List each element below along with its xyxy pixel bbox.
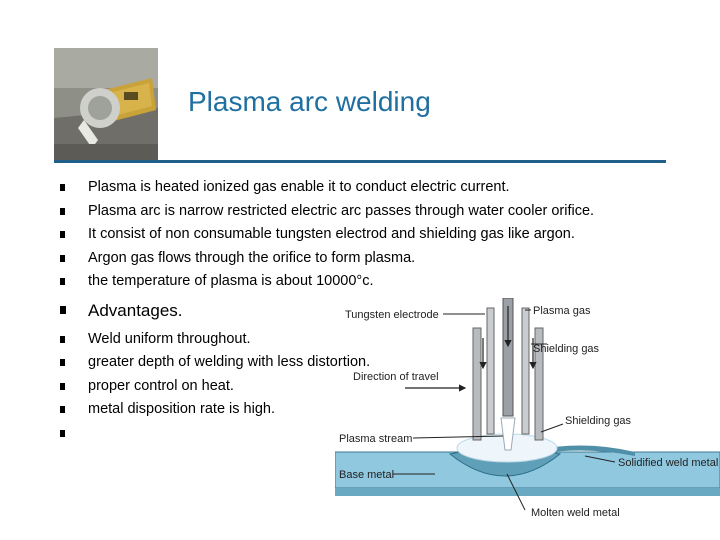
list-item: It consist of non consumable tungsten el… bbox=[60, 223, 700, 247]
plasma-stream bbox=[500, 417, 516, 451]
bullet-icon bbox=[60, 406, 65, 413]
bullet-list: Plasma is heated ionized gas enable it t… bbox=[60, 176, 700, 445]
title-divider bbox=[54, 160, 666, 163]
bullet-text: Plasma is heated ionized gas enable it t… bbox=[88, 179, 510, 195]
bullet-text: proper control on heat. bbox=[88, 377, 234, 394]
bullet-icon bbox=[60, 184, 65, 191]
bullet-text: metal disposition rate is high. bbox=[88, 401, 275, 417]
advantages-heading: Advantages. bbox=[60, 294, 700, 328]
plasma-arc-diagram: Tungsten electrode Plasma gas Shielding … bbox=[335, 298, 720, 519]
bullet-icon bbox=[60, 278, 65, 285]
label-plasma-stream: Plasma stream bbox=[339, 433, 412, 445]
list-item: the temperature of plasma is about 10000… bbox=[60, 270, 700, 294]
inner-nozzle-left bbox=[486, 307, 495, 435]
label-base-metal: Base metal bbox=[339, 469, 394, 481]
outer-nozzle-left bbox=[472, 327, 482, 441]
tungsten-electrode bbox=[502, 298, 514, 417]
list-item: greater depth of welding with less disto… bbox=[60, 351, 700, 375]
list-item: metal disposition rate is high. bbox=[60, 398, 700, 422]
bullet-text: greater depth of welding with less disto… bbox=[88, 354, 371, 370]
label-solidified-weld-metal: Solidified weld metal bbox=[618, 457, 718, 469]
list-item: Plasma arc is narrow restricted electric… bbox=[60, 200, 700, 224]
list-item: Argon gas flows through the orifice to f… bbox=[60, 247, 700, 271]
inner-nozzle-right bbox=[521, 307, 530, 435]
solidified-weld-bead bbox=[535, 445, 635, 456]
bullet-icon bbox=[60, 305, 66, 314]
label-plasma-gas: Plasma gas bbox=[533, 305, 591, 317]
bullet-icon bbox=[60, 335, 65, 343]
bullet-text: Weld uniform throughout. bbox=[88, 330, 251, 347]
bullet-text: the temperature of plasma is about 10000… bbox=[88, 273, 374, 289]
label-molten-weld-metal: Molten weld metal bbox=[531, 507, 620, 519]
bullet-icon bbox=[60, 359, 65, 366]
slide-title: Plasma arc welding bbox=[188, 86, 431, 117]
label-tungsten-electrode: Tungsten electrode bbox=[345, 309, 439, 321]
list-item: Plasma is heated ionized gas enable it t… bbox=[60, 176, 700, 200]
list-item: Weld uniform throughout. bbox=[60, 328, 700, 352]
bullet-icon bbox=[60, 254, 65, 262]
welding-torch-photo bbox=[54, 48, 158, 160]
bullet-icon bbox=[60, 231, 65, 238]
bullet-icon bbox=[60, 207, 65, 215]
bullet-text: Plasma arc is narrow restricted electric… bbox=[88, 202, 595, 219]
list-item: proper control on heat. bbox=[60, 375, 700, 399]
label-direction-of-travel: Direction of travel bbox=[353, 371, 439, 383]
list-item bbox=[60, 422, 700, 446]
bullet-text: Argon gas flows through the orifice to f… bbox=[88, 249, 416, 266]
label-shielding-gas-top: Shielding gas bbox=[533, 343, 600, 355]
outer-nozzle-right bbox=[534, 327, 544, 441]
bullet-icon bbox=[60, 429, 65, 437]
bullet-icon bbox=[60, 382, 65, 390]
label-shielding-gas-side: Shielding gas bbox=[565, 415, 632, 427]
bullet-text: Advantages. bbox=[88, 300, 183, 320]
bullet-text: It consist of non consumable tungsten el… bbox=[88, 226, 575, 242]
